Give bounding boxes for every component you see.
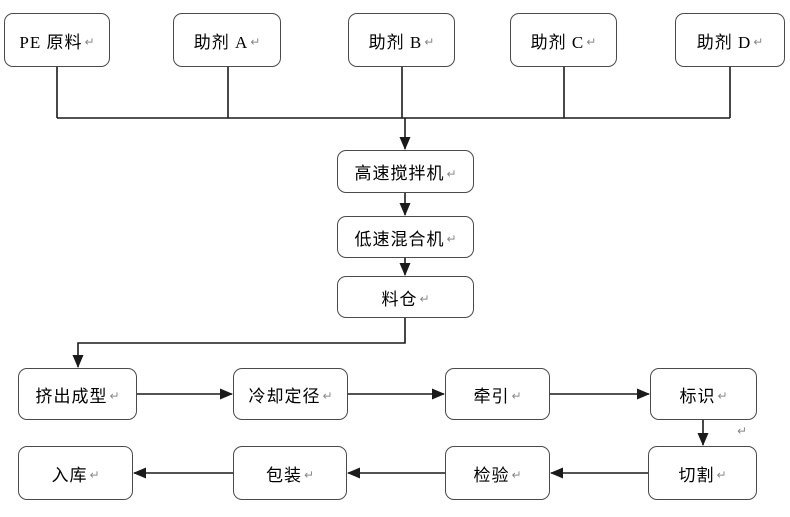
flow-node-additive-c: 助剂 C ↵ [510, 13, 617, 67]
return-mark-icon: ↵ [586, 35, 597, 49]
flow-node-cutting: 切割 ↵ [648, 446, 757, 500]
node-label: 冷却定径 [248, 386, 321, 406]
return-mark-icon: ↵ [716, 468, 727, 482]
node-label: 挤出成型 [35, 386, 108, 406]
flow-node-low-speed-blender: 低速混合机 ↵ [337, 216, 474, 258]
flow-node-additive-a: 助剂 A ↵ [173, 13, 281, 67]
return-mark-icon: ↵ [446, 232, 457, 246]
stray-return-mark: ↵ [737, 424, 748, 438]
return-mark-icon: ↵ [84, 35, 95, 49]
flow-node-extrusion-molding: 挤出成型 ↵ [18, 368, 137, 420]
node-label: 切割 [678, 465, 715, 485]
node-label: 检验 [473, 465, 510, 485]
return-mark-icon: ↵ [89, 468, 100, 482]
node-label: 高速搅拌机 [354, 164, 445, 183]
flow-node-inspection: 检验 ↵ [445, 446, 550, 500]
return-mark-icon: ↵ [322, 389, 333, 403]
flow-node-additive-b: 助剂 B ↵ [348, 13, 455, 67]
return-mark-icon: ↵ [250, 35, 261, 49]
return-mark-icon: ↵ [419, 292, 430, 306]
return-mark-icon: ↵ [511, 468, 522, 482]
return-mark-icon: ↵ [753, 35, 764, 49]
node-label: 低速混合机 [354, 229, 445, 249]
flow-node-high-speed-mixer: 高速搅拌机 ↵ [337, 150, 474, 193]
return-mark-icon: ↵ [424, 35, 435, 49]
return-mark-icon: ↵ [511, 389, 522, 403]
flow-node-packing: 包装 ↵ [233, 446, 347, 500]
flow-node-traction: 牵引 ↵ [445, 368, 550, 420]
node-label: 入库 [51, 465, 88, 485]
node-label: 助剂 B [368, 32, 423, 52]
node-label: 助剂 A [193, 32, 249, 52]
connector-silo-to-extrusion [72, 318, 406, 368]
flow-node-pe-material: PE 原料 ↵ [4, 13, 110, 67]
return-mark-icon: ↵ [303, 468, 315, 482]
flow-node-cooling-sizing: 冷却定径 ↵ [233, 368, 348, 420]
flow-node-additive-d: 助剂 D ↵ [675, 13, 785, 67]
return-mark-icon: ↵ [717, 389, 728, 403]
flow-node-warehousing: 入库 ↵ [18, 446, 133, 500]
return-mark-icon: ↵ [109, 389, 120, 403]
node-label: 料仓 [381, 289, 418, 309]
node-label: 包装 [265, 465, 302, 485]
node-label: 牵引 [473, 386, 510, 406]
node-label: 助剂 C [530, 32, 585, 52]
return-mark-icon: ↵ [446, 166, 457, 181]
node-label: 助剂 D [696, 32, 752, 52]
flow-node-silo: 料仓 ↵ [337, 276, 474, 318]
node-label: PE 原料 [19, 32, 83, 52]
node-label: 标识 [679, 386, 716, 406]
flow-node-marking: 标识 ↵ [650, 368, 757, 420]
